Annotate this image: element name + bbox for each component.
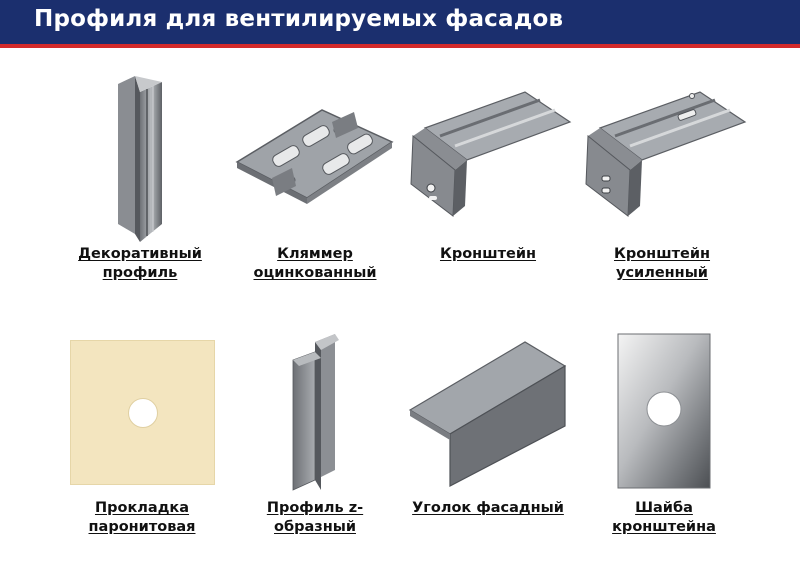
- header-accent-stripe: [0, 44, 800, 48]
- page-title: Профиля для вентилируемых фасадов: [34, 6, 564, 32]
- caption-z-profile: Профиль z- образный: [235, 499, 395, 537]
- caption-decorative-profile: Декоративный профиль: [60, 245, 220, 283]
- caption-klammer: Кляммер оцинкованный: [235, 245, 395, 283]
- caption-line: профиль: [102, 265, 178, 281]
- caption-line: Прокладка: [94, 500, 190, 516]
- caption-line: Шайба: [635, 500, 693, 516]
- caption-line: Декоративный: [78, 246, 202, 262]
- caption-facade-angle: Уголок фасадный: [400, 499, 576, 518]
- caption-line: образный: [274, 519, 356, 535]
- caption-line: Кляммер: [277, 246, 353, 262]
- facade-angle-icon: [408, 341, 567, 487]
- caption-line: оцинкованный: [253, 265, 377, 281]
- caption-paronite-gasket: Прокладка паронитовая: [62, 499, 222, 537]
- caption-line: кронштейна: [612, 519, 716, 535]
- caption-line: Профиль z-: [266, 500, 364, 516]
- caption-line: Кронштейн: [613, 246, 711, 262]
- decorative-profile-icon: [118, 76, 162, 242]
- caption-bracket-washer: Шайба кронштейна: [584, 499, 744, 537]
- reinforced-bracket-icon: [585, 91, 747, 217]
- paronite-gasket-icon: [70, 340, 215, 485]
- klammer-clip-icon: [235, 109, 394, 204]
- center-hole: [128, 398, 158, 428]
- caption-line: Уголок фасадный: [412, 500, 564, 516]
- bracket-washer-icon: [617, 333, 711, 489]
- caption-reinforced-bracket: Кронштейн усиленный: [582, 245, 742, 283]
- header-bar: [0, 0, 800, 44]
- bracket-icon: [410, 91, 572, 217]
- z-profile-icon: [292, 334, 339, 491]
- caption-line: паронитовая: [88, 519, 196, 535]
- caption-line: усиленный: [616, 265, 708, 281]
- caption-line: Кронштейн: [439, 246, 537, 262]
- caption-bracket: Кронштейн: [408, 245, 568, 264]
